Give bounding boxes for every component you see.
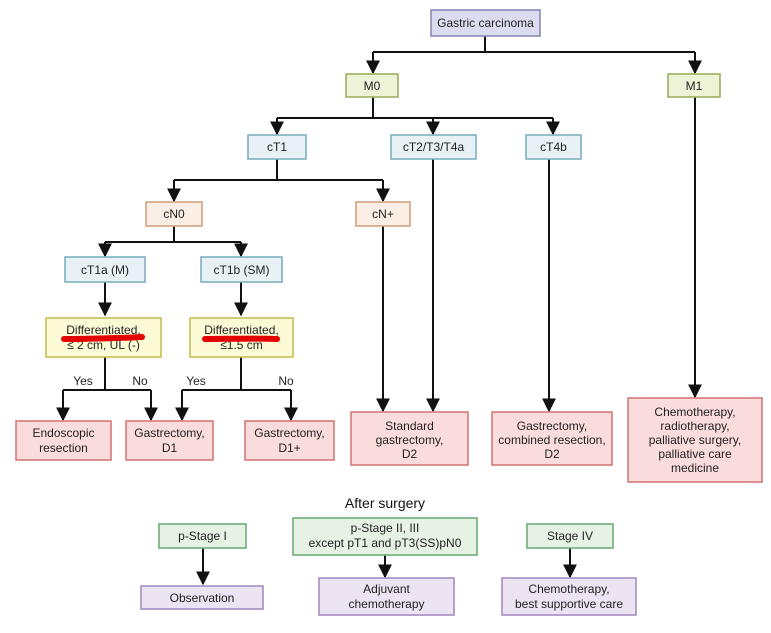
- tx-chemotherapy-palliative-line1: Chemotherapy,: [654, 405, 735, 419]
- node-m0-box: [345, 73, 399, 98]
- tx-combined-resection-box: [491, 411, 613, 466]
- after-chemo-best-supportive-care-line1: Chemotherapy,: [528, 582, 609, 596]
- after-chemo-best-supportive-care: Chemotherapy, best supportive care: [501, 577, 637, 616]
- node-ct1b-sm-label: cT1b (SM): [213, 263, 269, 277]
- node-m1-label: M1: [686, 79, 703, 93]
- after-adjuvant-chemotherapy-box: [318, 577, 455, 616]
- after-stage23-box: [292, 517, 478, 556]
- after-stage1-box: [158, 523, 247, 549]
- node-ct4b-box: [525, 134, 582, 160]
- node-ct1: cT1: [247, 134, 307, 160]
- node-cn-plus-box: [355, 201, 411, 227]
- after-adjuvant-chemotherapy: Adjuvant chemotherapy: [318, 577, 455, 616]
- tx-chemotherapy-palliative-line4: palliative care: [658, 447, 732, 461]
- tx-endoscopic-resection-line1: Endoscopic: [32, 426, 94, 440]
- node-m0: M0: [345, 73, 399, 98]
- node-cn0-box: [145, 201, 203, 227]
- node-m0-label: M0: [364, 79, 381, 93]
- node-cn-plus: cN+: [355, 201, 411, 227]
- after-stage4-label: Stage IV: [547, 529, 593, 543]
- tx-gastrectomy-d1plus: Gastrectomy, D1+: [244, 420, 335, 461]
- node-gastric-carcinoma-box: [430, 9, 541, 37]
- edge-label-yes-left: Yes: [73, 374, 93, 388]
- node-ct2-t3-t4a: cT2/T3/T4a: [390, 134, 477, 160]
- node-criteria-m: Differentiated, ≤ 2 cm, UL (-): [45, 317, 162, 358]
- tx-combined-resection-line2: combined resection,: [498, 433, 605, 447]
- tx-standard-gastrectomy-line3: D2: [402, 447, 418, 461]
- after-stage1-label: p-Stage I: [178, 529, 227, 543]
- node-ct4b-label: cT4b: [540, 140, 567, 154]
- after-chemo-best-supportive-care-box: [501, 577, 637, 616]
- after-stage23-line2: except pT1 and pT3(SS)pN0: [309, 536, 462, 550]
- tx-gastrectomy-d1plus-line2: D1+: [278, 441, 300, 455]
- node-ct2-t3-t4a-label: cT2/T3/T4a: [403, 140, 465, 154]
- node-ct1-label: cT1: [267, 140, 287, 154]
- edge-label-yes-right: Yes: [186, 374, 206, 388]
- after-chemo-best-supportive-care-line2: best supportive care: [515, 597, 623, 611]
- node-gastric-carcinoma: Gastric carcinoma: [430, 9, 541, 37]
- node-ct1b-sm-box: [200, 256, 283, 283]
- node-ct1a-m-label: cT1a (M): [81, 263, 129, 277]
- tx-combined-resection-line3: D2: [544, 447, 560, 461]
- tx-gastrectomy-d1-line2: D1: [162, 441, 178, 455]
- edge-label-no-right: No: [278, 374, 294, 388]
- after-observation: Observation: [140, 585, 264, 610]
- tx-gastrectomy-d1-box: [125, 420, 214, 461]
- node-ct1-box: [247, 134, 307, 160]
- after-adjuvant-chemotherapy-line2: chemotherapy: [348, 597, 424, 611]
- tx-chemotherapy-palliative-box: [627, 397, 763, 483]
- tx-chemotherapy-palliative-line2: radiotherapy,: [660, 419, 729, 433]
- node-criteria-sm-line1: Differentiated,: [204, 323, 279, 337]
- after-stage4-box: [526, 523, 614, 549]
- after-stage23-line1: p-Stage II, III: [351, 521, 420, 535]
- after-stage4: Stage IV: [526, 523, 614, 549]
- node-cn0: cN0: [145, 201, 203, 227]
- connectors: [56, 36, 702, 586]
- node-ct2-t3-t4a-box: [390, 134, 477, 160]
- after-adjuvant-chemotherapy-line1: Adjuvant: [363, 582, 410, 596]
- tx-chemotherapy-palliative-line5: medicine: [671, 461, 719, 475]
- tx-standard-gastrectomy-line1: Standard: [385, 419, 434, 433]
- tx-combined-resection: Gastrectomy, combined resection, D2: [491, 411, 613, 466]
- node-ct4b: cT4b: [525, 134, 582, 160]
- tx-gastrectomy-d1-line1: Gastrectomy,: [134, 426, 204, 440]
- node-cn-plus-label: cN+: [372, 207, 394, 221]
- after-surgery-title: After surgery: [345, 495, 425, 511]
- tx-standard-gastrectomy-box: [350, 411, 469, 466]
- node-ct1b-sm: cT1b (SM): [200, 256, 283, 283]
- node-criteria-m-line1: Differentiated,: [66, 323, 141, 337]
- after-stage23: p-Stage II, III except pT1 and pT3(SS)pN…: [292, 517, 478, 556]
- after-stage1: p-Stage I: [158, 523, 247, 549]
- tx-gastrectomy-d1plus-box: [244, 420, 335, 461]
- node-gastric-carcinoma-label: Gastric carcinoma: [437, 16, 534, 30]
- tx-gastrectomy-d1plus-line1: Gastrectomy,: [254, 426, 324, 440]
- tx-endoscopic-resection-line2: resection: [39, 441, 88, 455]
- tx-endoscopic-resection-box: [15, 420, 112, 461]
- edge-label-no-left: No: [132, 374, 148, 388]
- tx-standard-gastrectomy: Standard gastrectomy, D2: [350, 411, 469, 466]
- tx-chemotherapy-palliative-line3: palliative surgery,: [649, 433, 741, 447]
- tx-chemotherapy-palliative: Chemotherapy, radiotherapy, palliative s…: [627, 397, 763, 483]
- tx-standard-gastrectomy-line2: gastrectomy,: [376, 433, 444, 447]
- node-ct1a-m-box: [64, 256, 146, 283]
- after-observation-box: [140, 585, 264, 610]
- node-ct1a-m: cT1a (M): [64, 256, 146, 283]
- node-cn0-label: cN0: [163, 207, 185, 221]
- tx-gastrectomy-d1: Gastrectomy, D1: [125, 420, 214, 461]
- node-m1-box: [667, 73, 721, 98]
- after-observation-label: Observation: [170, 591, 235, 605]
- tx-combined-resection-line1: Gastrectomy,: [517, 419, 587, 433]
- node-criteria-sm: Differentiated, ≤1.5 cm: [189, 317, 294, 358]
- node-m1: M1: [667, 73, 721, 98]
- red-annotation-underline-left: [61, 334, 145, 342]
- tx-endoscopic-resection: Endoscopic resection: [15, 420, 112, 461]
